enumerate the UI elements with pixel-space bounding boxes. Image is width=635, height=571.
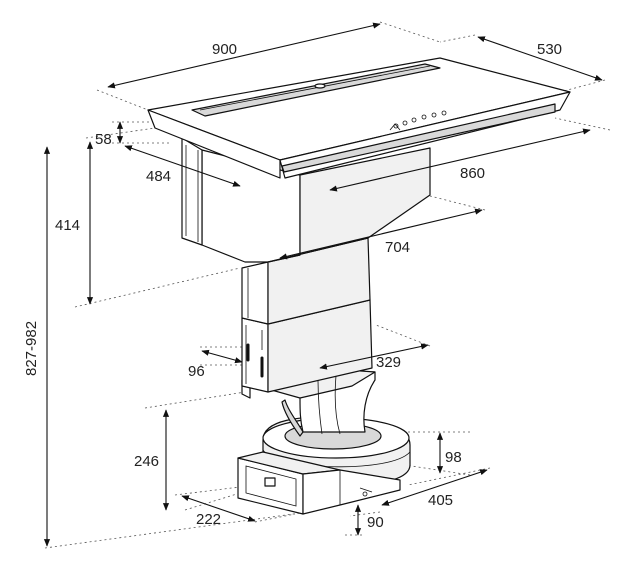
label-827-982: 827-982 <box>23 321 40 376</box>
label-96: 96 <box>188 363 205 380</box>
label-860: 860 <box>460 165 485 182</box>
dim-line-704 <box>279 208 483 260</box>
label-530: 530 <box>537 41 562 58</box>
label-222: 222 <box>196 511 221 528</box>
dim-line-405 <box>381 469 488 506</box>
label-414: 414 <box>55 217 80 234</box>
motor-unit <box>237 416 411 515</box>
dim-line-96 <box>201 349 243 364</box>
dimension-labels: 900 530 58 484 860 414 704 827-982 96 32… <box>23 41 562 531</box>
label-704: 704 <box>385 239 410 256</box>
label-405: 405 <box>428 492 453 509</box>
dimension-lines <box>43 22 603 547</box>
label-98: 98 <box>445 449 462 466</box>
label-90: 90 <box>367 514 384 531</box>
upper-duct <box>241 237 371 325</box>
dim-line-222 <box>181 495 256 522</box>
dim-line-530 <box>477 36 603 81</box>
dim-line-860 <box>329 128 591 192</box>
label-329: 329 <box>376 354 401 371</box>
dim-line-900 <box>107 22 381 89</box>
label-900: 900 <box>212 41 237 58</box>
label-246: 246 <box>134 453 159 470</box>
label-58: 58 <box>95 131 112 148</box>
dim-line-484 <box>124 145 241 187</box>
dim-line-329 <box>319 343 429 370</box>
label-484: 484 <box>146 168 171 185</box>
